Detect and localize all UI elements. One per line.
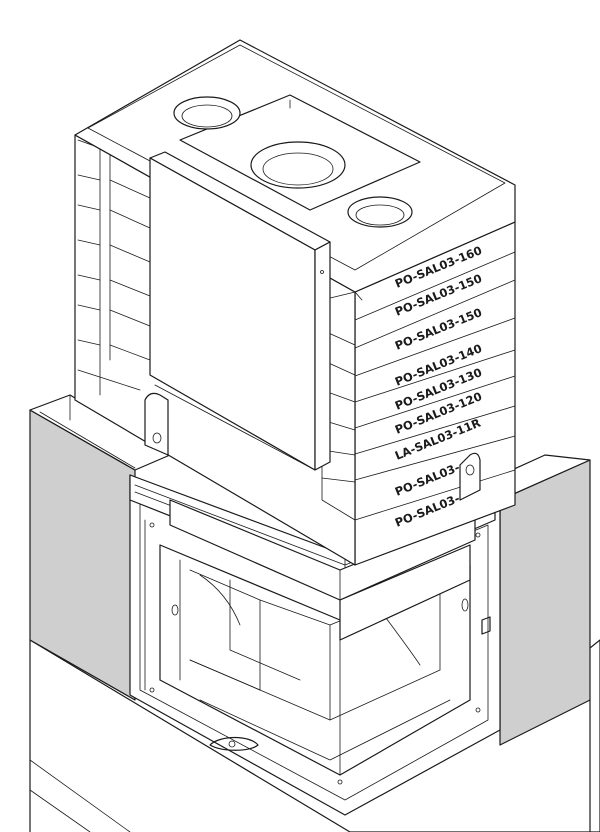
right-bracket	[459, 452, 481, 501]
top-cover	[74, 39, 516, 293]
left-side-panel	[29, 394, 171, 701]
shield-plate	[144, 151, 331, 471]
